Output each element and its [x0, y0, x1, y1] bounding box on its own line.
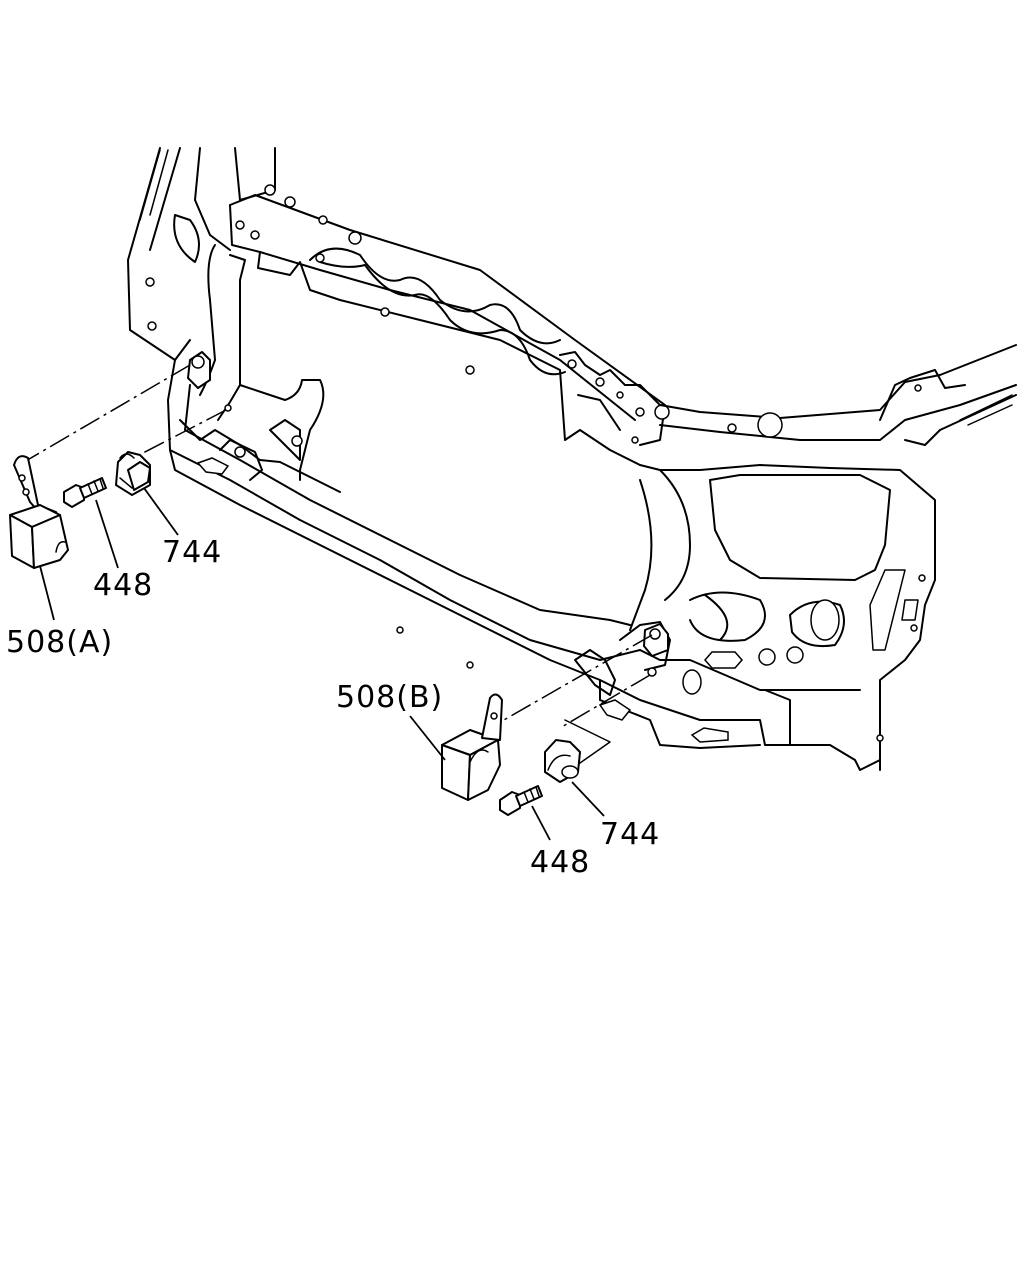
callout-744a: 744	[162, 535, 222, 570]
bolt-448b	[499, 785, 543, 816]
callout-508b: 508(B)	[336, 680, 443, 715]
radiator-core-support-frame	[127, 147, 1017, 771]
bolt-448a	[63, 477, 107, 508]
callout-448b: 448	[530, 845, 590, 880]
bracket-508a	[9, 455, 69, 569]
callout-508a: 508(A)	[6, 625, 113, 660]
clip-744a	[115, 451, 151, 496]
assembly-centerlines	[23, 364, 653, 771]
clip-744b	[544, 739, 581, 783]
callout-448a: 448	[93, 568, 153, 603]
callout-labels: 508(A) 448 744 508(B) 744 448	[6, 535, 660, 880]
callout-744b: 744	[600, 817, 660, 852]
mount-points	[187, 351, 669, 677]
leader-lines	[39, 487, 605, 841]
bracket-508b	[441, 693, 503, 801]
